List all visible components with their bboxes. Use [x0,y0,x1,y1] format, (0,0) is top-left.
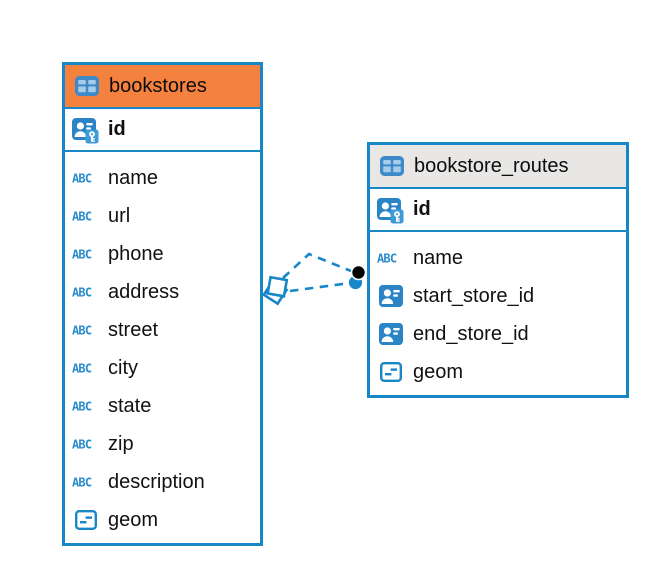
column-label: street [108,318,159,341]
geometry-type-icon [72,508,99,532]
text-type-icon [72,242,99,266]
text-type-icon [72,356,99,380]
column-row[interactable]: phone [72,235,253,273]
column-label: url [108,204,131,227]
column-label: id [108,118,126,140]
column-label: name [413,246,464,269]
table-icon [73,74,100,98]
table-title: bookstore_routes [414,154,569,177]
reference-type-icon [377,284,404,308]
column-list: name start_store_id end_store_id geom [370,232,626,395]
column-row-id[interactable]: id [370,189,626,232]
diamond-connector-icon-back [262,279,289,306]
dot-connector-icon[interactable] [350,264,367,281]
column-label: state [108,394,152,417]
column-row[interactable]: geom [377,353,619,391]
column-row[interactable]: name [377,239,619,277]
column-label: city [108,356,138,379]
geometry-type-icon [377,360,404,384]
table-header-bookstores[interactable]: bookstores [65,65,260,109]
relationship-line-lower [289,281,351,293]
dot-connector-icon-back [348,275,363,290]
column-label: end_store_id [413,322,529,345]
text-type-icon [72,470,99,494]
text-type-icon [377,246,404,270]
column-label: address [108,280,180,303]
primary-key-icon [72,118,99,142]
table-title: bookstores [109,74,207,97]
column-label: id [413,198,431,220]
table-icon [378,154,405,178]
column-label: geom [413,360,464,383]
text-type-icon [72,318,99,342]
column-label: start_store_id [413,284,535,307]
primary-key-icon [377,198,404,222]
column-row[interactable]: zip [72,425,253,463]
diamond-connector-icon[interactable] [266,275,289,298]
column-row[interactable]: state [72,387,253,425]
column-row[interactable]: description [72,463,253,501]
entity-table-bookstores[interactable]: bookstores id name url phone addre [62,62,263,546]
column-row[interactable]: geom [72,501,253,539]
text-type-icon [72,166,99,190]
text-type-icon [72,204,99,228]
column-label: description [108,470,205,493]
text-type-icon [72,432,99,456]
column-label: phone [108,242,164,265]
relationship-line-upper [282,252,352,279]
text-type-icon [72,280,99,304]
column-row[interactable]: name [72,159,253,197]
column-row[interactable]: address [72,273,253,311]
column-row-id[interactable]: id [65,109,260,152]
column-label: name [108,166,159,189]
reference-type-icon [377,322,404,346]
text-type-icon [72,394,99,418]
column-row[interactable]: street [72,311,253,349]
column-row[interactable]: url [72,197,253,235]
column-label: zip [108,432,134,455]
column-row[interactable]: start_store_id [377,277,619,315]
column-row[interactable]: end_store_id [377,315,619,353]
column-label: geom [108,508,159,531]
entity-table-bookstore-routes[interactable]: bookstore_routes id name start_store_id … [367,142,629,398]
column-list: name url phone address street city [65,152,260,543]
table-header-bookstore-routes[interactable]: bookstore_routes [370,145,626,189]
column-row[interactable]: city [72,349,253,387]
